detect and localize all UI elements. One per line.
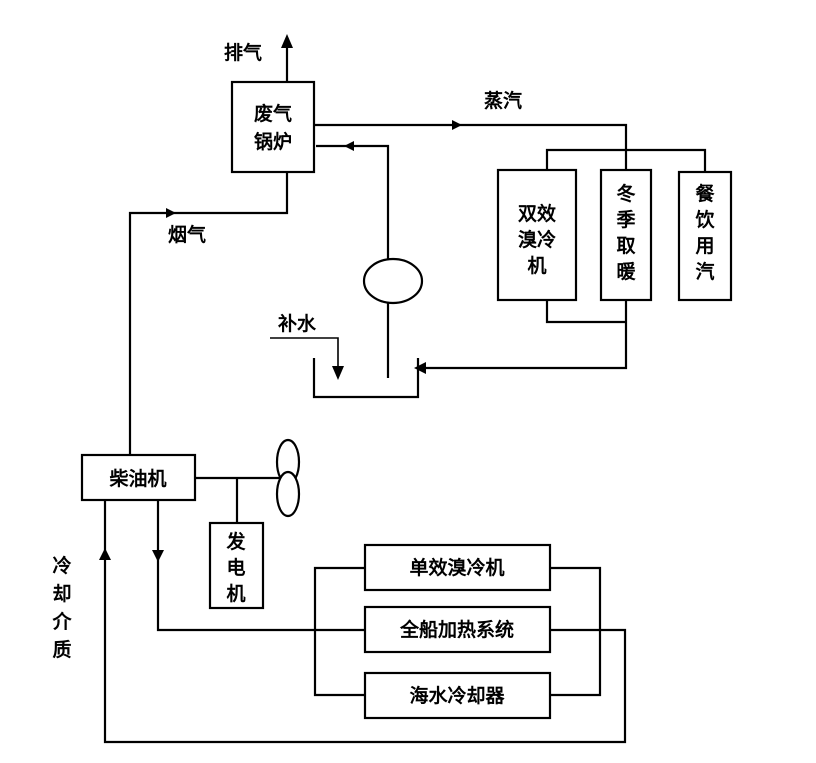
winter-heating-box [599,168,653,302]
double-effect-chiller-label-3: 机 [527,255,546,277]
steam-label: 蒸汽 [484,89,522,112]
condensate-arrow [414,362,426,374]
diesel-engine-box [80,453,197,502]
double-effect-chiller-box [496,168,578,302]
exhaust-label: 排气 [224,41,262,64]
generator-label-3: 机 [226,583,245,605]
hotwell-tank [312,358,420,399]
makeup-water-label: 补水 [278,312,317,335]
flue-gas-arrow [166,208,176,218]
cooling-medium-label-3: 介 [51,610,72,633]
flue-gas-label: 烟气 [168,223,206,246]
cooling-medium-label-1: 冷 [52,554,71,577]
waste-heat-boiler-label-2: 锅炉 [254,130,292,153]
cooling-medium-label-2: 却 [52,583,71,605]
flue-gas-line [128,172,289,455]
feedwater-arrow [344,141,354,151]
generator-label-2: 电 [226,556,245,579]
ship-heating-system-label: 全船加热系统 [399,618,514,641]
waste-heat-boiler-label-1: 废气 [254,102,292,125]
feed-pump-icon [362,257,424,305]
ship-heating-system-box [363,605,552,654]
condensate-return-line [418,300,628,370]
galley-steam-label-1: 餐 [695,182,715,205]
galley-steam-label-4: 汽 [695,260,714,283]
parallel-inlet-line [313,566,365,697]
double-effect-chiller-label-2: 溴冷 [518,228,556,251]
exhaust-arrow [281,34,293,48]
cooling-supply-arrow [152,550,164,562]
steam-branch-line [545,148,707,172]
single-effect-chiller-label: 单效溴冷机 [409,556,504,579]
galley-steam-box [677,170,733,302]
steam-arrow [452,120,462,130]
cooling-return-arrow [99,548,111,560]
galley-steam-label-3: 用 [695,235,714,257]
propeller-blade-lower-icon [275,470,301,518]
makeup-water-arrow [332,366,344,380]
galley-steam-label-2: 饮 [694,208,715,231]
cooling-supply-line [156,500,365,632]
single-effect-chiller-box [363,543,552,592]
winter-heating-label-4: 暖 [616,260,636,283]
diesel-engine-label: 柴油机 [108,467,166,490]
waste-heat-boiler-box [230,80,316,174]
cooling-medium-label-4: 质 [52,639,71,661]
double-effect-chiller-label-1: 双效 [518,202,556,225]
winter-heating-label-1: 冬 [616,182,635,205]
makeup-water-line [270,337,339,374]
generator-box [208,521,265,610]
winter-heating-label-3: 取 [616,235,635,257]
seawater-cooler-box [363,671,552,720]
seawater-cooler-label: 海水冷却器 [409,684,505,707]
parallel-outlet-line [550,566,602,697]
winter-heating-label-2: 季 [616,209,635,231]
steam-main-line [314,123,628,170]
generator-label-1: 发 [225,530,246,553]
chiller-return-line [545,300,626,324]
